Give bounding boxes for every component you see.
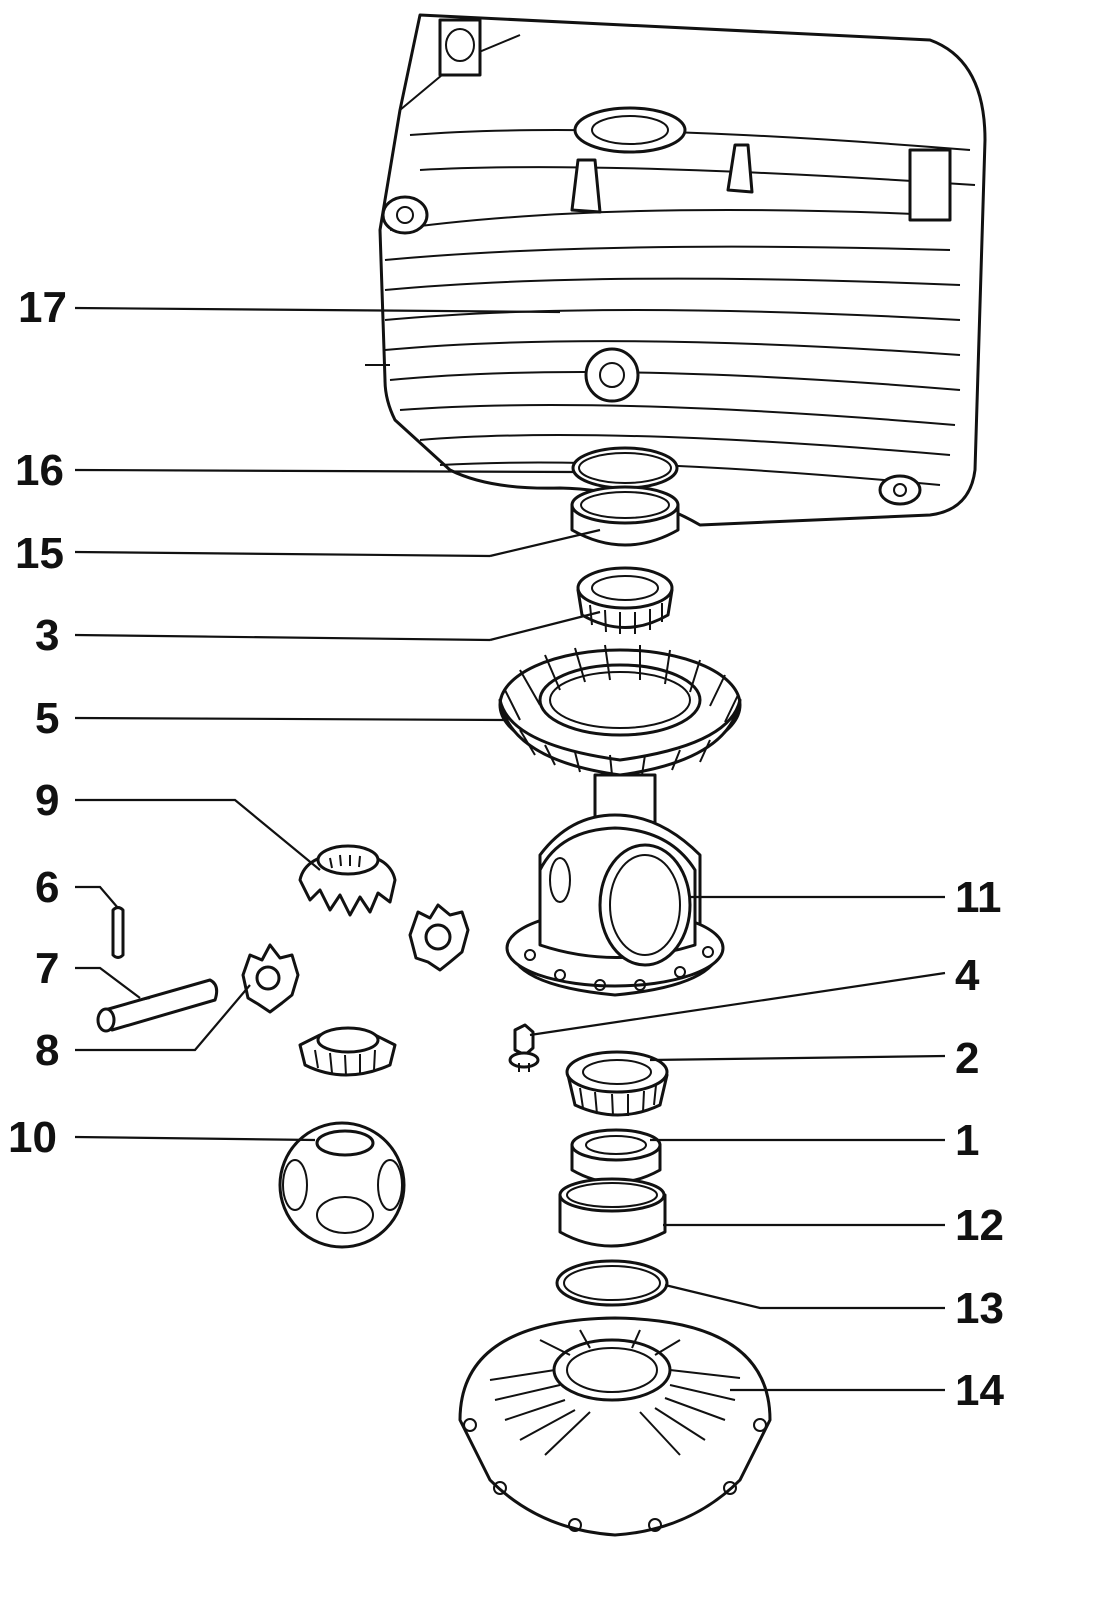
housing-17 xyxy=(365,13,987,527)
callout-labels: 17 16 15 3 5 9 6 7 8 10 11 4 2 1 12 13 1… xyxy=(8,283,1004,1415)
bearing-race-1 xyxy=(570,1128,662,1184)
leader-lines xyxy=(74,306,946,1392)
callout-9: 9 xyxy=(35,776,59,825)
leader-2 xyxy=(649,1054,946,1062)
leader-13 xyxy=(664,1283,945,1310)
leader-3b xyxy=(489,610,601,642)
leader-15b xyxy=(489,528,601,558)
taper-bearing-3 xyxy=(576,566,674,634)
callout-11: 11 xyxy=(955,873,1002,922)
cover-14 xyxy=(458,1316,772,1537)
callout-13: 13 xyxy=(955,1284,1004,1333)
leader-15 xyxy=(74,550,491,558)
callout-1: 1 xyxy=(955,1116,979,1165)
callout-8: 8 xyxy=(35,1026,59,1075)
leader-10 xyxy=(74,1135,316,1142)
leader-3 xyxy=(74,633,491,642)
roll-pin-6 xyxy=(111,906,125,959)
pinion-gear-8 xyxy=(241,943,300,1014)
leader-6 xyxy=(75,885,119,909)
pinion-shaft-7 xyxy=(96,978,219,1033)
taper-bearing-2 xyxy=(565,1050,669,1117)
callout-12: 12 xyxy=(955,1201,1004,1250)
bearing-race-15 xyxy=(570,485,680,547)
callout-3: 3 xyxy=(35,611,59,660)
callout-2: 2 xyxy=(955,1034,979,1083)
o-ring-13 xyxy=(555,1259,669,1307)
leader-17 xyxy=(74,306,561,314)
shim-ring-16 xyxy=(571,446,679,490)
callout-5: 5 xyxy=(35,694,59,743)
callout-17: 17 xyxy=(18,283,67,332)
diff-case-11 xyxy=(505,813,725,997)
pinion-gear-upper xyxy=(408,903,470,972)
callout-7: 7 xyxy=(35,944,59,993)
side-gear-9 xyxy=(298,844,397,917)
callout-6: 6 xyxy=(35,863,59,912)
leader-9 xyxy=(75,798,321,871)
bolt-4 xyxy=(508,1023,540,1072)
callout-14: 14 xyxy=(955,1366,1004,1415)
diff-housing-10 xyxy=(278,1121,406,1249)
leader-4 xyxy=(529,971,946,1037)
callout-10: 10 xyxy=(8,1113,57,1162)
leader-5 xyxy=(74,716,506,722)
callout-4: 4 xyxy=(955,951,980,1000)
callout-15: 15 xyxy=(15,529,64,578)
side-gear-lower xyxy=(298,1026,397,1077)
callout-16: 16 xyxy=(15,446,64,495)
sleeve-ring-12 xyxy=(558,1177,667,1248)
leader-7 xyxy=(75,966,141,999)
ring-gear-5 xyxy=(498,644,742,827)
leader-16 xyxy=(74,468,576,474)
leader-8 xyxy=(75,984,251,1052)
